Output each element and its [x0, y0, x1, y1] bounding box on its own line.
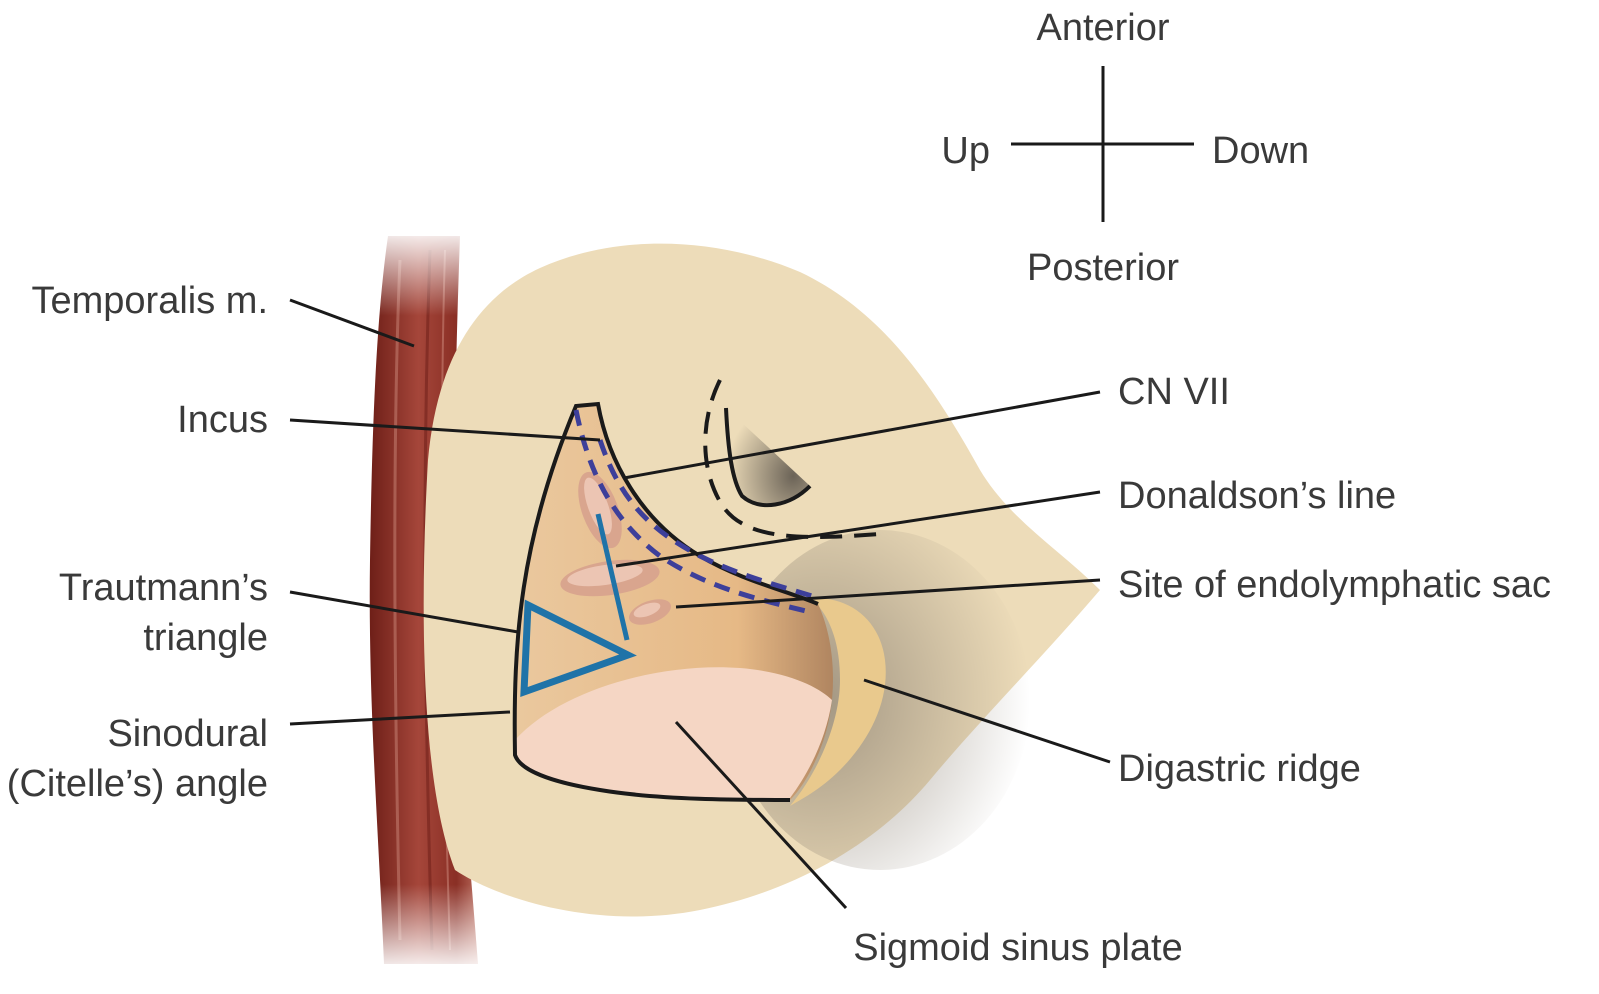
label-trautmann-line2: triangle	[143, 617, 268, 659]
label-sigmoid: Sigmoid sinus plate	[853, 927, 1183, 969]
label-digastric: Digastric ridge	[1118, 748, 1361, 790]
label-trautmann-line1: Trautmann’s	[59, 567, 268, 609]
label-sinodural-line2: (Citelle’s) angle	[7, 763, 268, 805]
label-incus: Incus	[177, 399, 268, 441]
orientation-down: Down	[1212, 130, 1309, 172]
label-cn-vii: CN VII	[1118, 371, 1230, 413]
label-donaldson: Donaldson’s line	[1118, 475, 1396, 517]
orientation-anterior: Anterior	[1036, 7, 1169, 49]
label-endolymphatic: Site of endolymphatic sac	[1118, 564, 1551, 606]
label-sinodural-line1: Sinodural	[107, 713, 268, 755]
orientation-posterior: Posterior	[1027, 247, 1179, 289]
orientation-up: Up	[941, 130, 990, 172]
orientation-cross: Anterior Posterior Up Down	[941, 7, 1309, 289]
label-temporalis: Temporalis m.	[32, 280, 269, 322]
